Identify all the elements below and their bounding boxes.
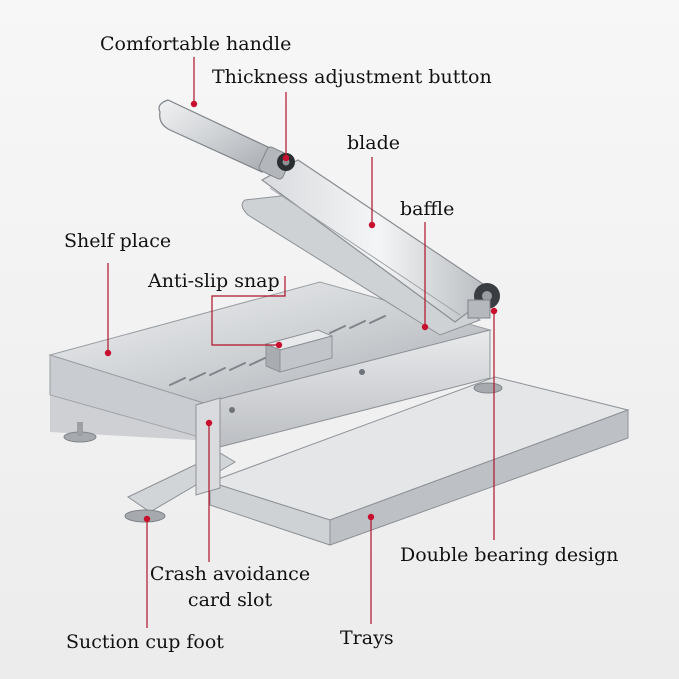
label-blade: blade [347,132,400,154]
label-crash-avoidance-line2: card slot [187,589,273,611]
label-comfortable-handle: Comfortable handle [100,33,292,55]
baffle-plate [241,194,482,336]
label-crash-avoidance-line1: Crash avoidance [149,563,311,585]
label-suction-cup-foot: Suction cup foot [66,631,224,653]
leader-lines [107,57,495,628]
label-double-bearing-design: Double bearing design [400,544,619,566]
anti-slip-snap-block [264,329,334,373]
label-trays: Trays [340,627,394,649]
label-thickness-adjustment-button: Thickness adjustment button [212,66,492,88]
label-baffle: baffle [400,198,455,220]
handle [158,99,292,180]
label-shelf-place: Shelf place [64,230,172,252]
label-anti-slip-snap: Anti-slip snap [148,270,280,292]
callout-dots [104,100,498,523]
tray [208,376,630,546]
bearing-assembly [467,283,500,319]
front-post [195,397,221,496]
